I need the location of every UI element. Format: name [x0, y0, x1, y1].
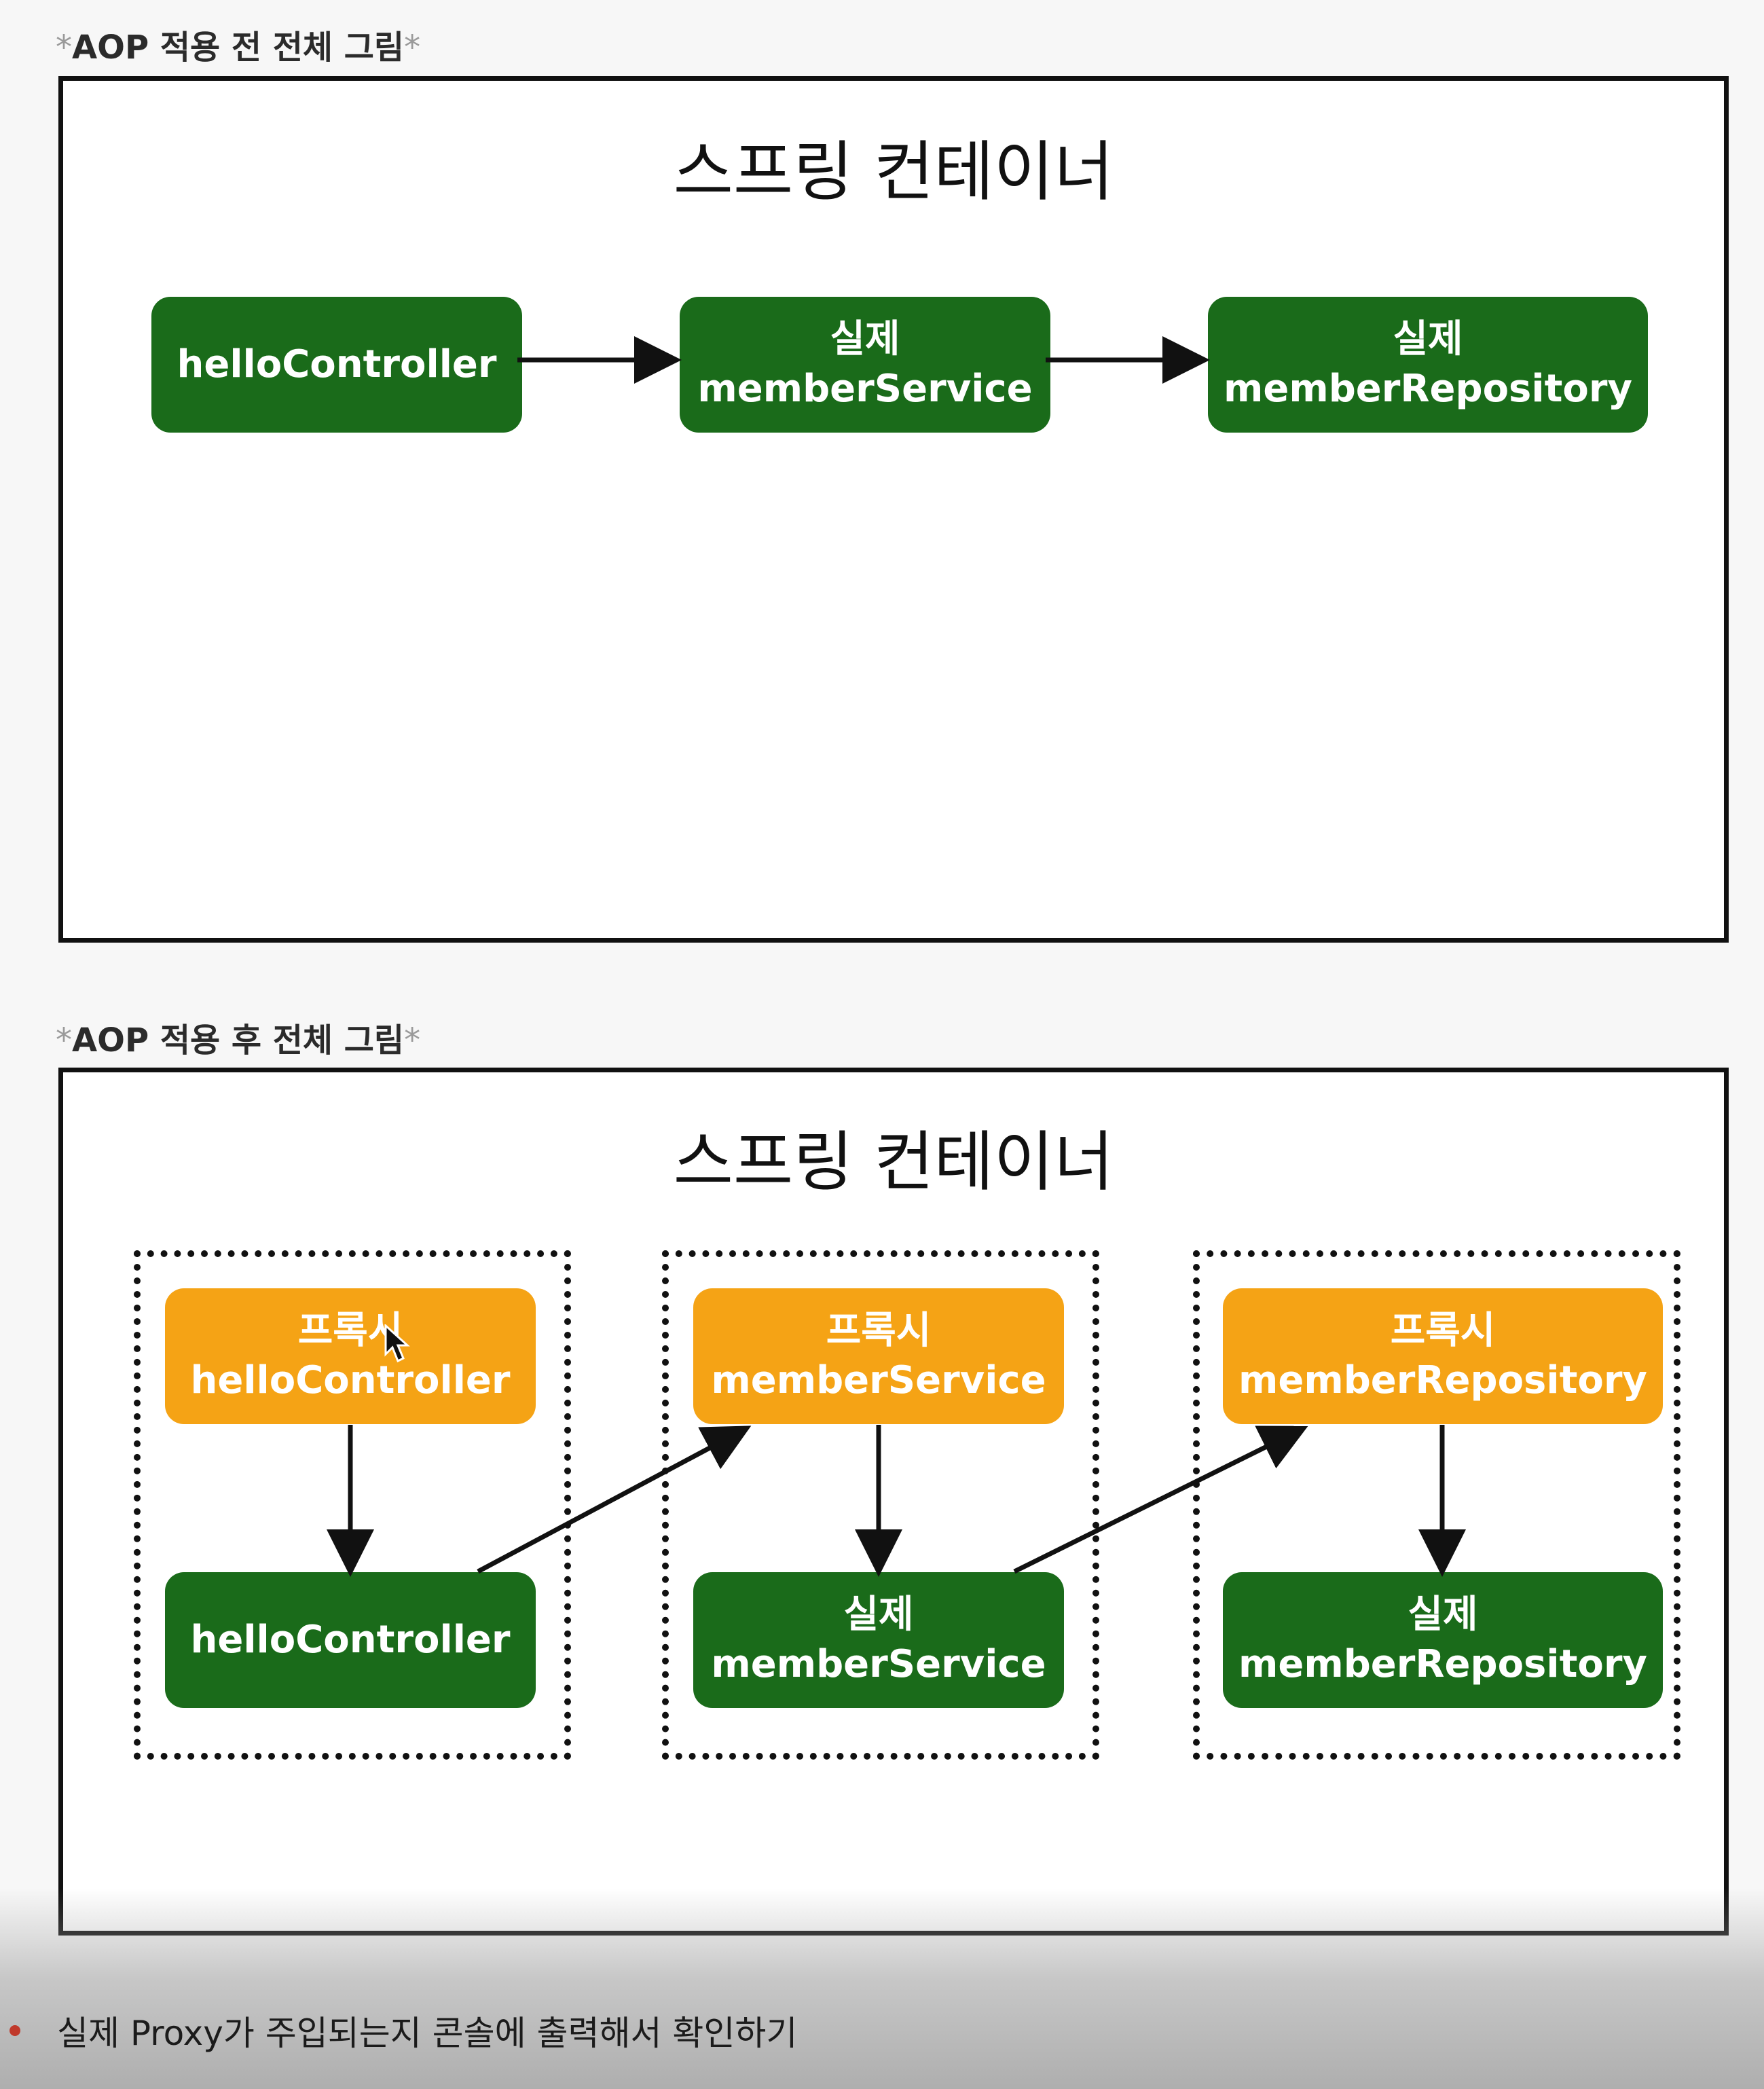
- before-node-hello-controller: helloController: [151, 297, 522, 433]
- mouse-pointer-icon: [384, 1324, 410, 1363]
- proxy-node-member-service: 프록시 memberService: [693, 1288, 1064, 1424]
- real-node-hello-controller: helloController: [165, 1572, 536, 1708]
- proxy-node-hello-controller: 프록시 helloController: [165, 1288, 536, 1424]
- caption-asterisk-left: *: [56, 29, 72, 67]
- caption-asterisk-right: *: [404, 29, 421, 67]
- caption-after-aop: *AOP 적용 후 전체 그림*: [56, 1013, 420, 1061]
- group-member-service: [662, 1250, 1099, 1760]
- arrow-after-controller-to-proxy-service: [477, 1425, 752, 1574]
- real-node-member-service-line1: 실제: [843, 1593, 914, 1637]
- footnote-bullet: [10, 2025, 20, 2036]
- before-node-hello-controller-line2: helloController: [177, 342, 497, 386]
- proxy-node-member-repository-line1: 프록시: [1390, 1309, 1496, 1354]
- group-hello-controller: [134, 1250, 571, 1760]
- proxy-node-hello-controller-line2: helloController: [190, 1358, 511, 1402]
- caption-asterisk-right-after: *: [404, 1021, 421, 1059]
- before-node-member-service-line1: 실제: [830, 317, 900, 362]
- caption-before-text: AOP 적용 전 전체 그림: [72, 29, 405, 67]
- proxy-node-member-service-line2: memberService: [711, 1358, 1046, 1402]
- container-title-before: 스프링 컨테이너: [673, 134, 1114, 210]
- proxy-node-member-repository: 프록시 memberRepository: [1223, 1288, 1663, 1424]
- caption-after-text: AOP 적용 후 전체 그림: [72, 1021, 405, 1059]
- spring-container-before: 스프링 컨테이너 helloController 실제 memberServic…: [58, 76, 1729, 943]
- before-node-member-service: 실제 memberService: [680, 297, 1050, 433]
- caption-asterisk-left-after: *: [56, 1021, 72, 1059]
- before-node-member-repository-line1: 실제: [1393, 317, 1463, 362]
- proxy-node-member-service-line1: 프록시: [826, 1309, 932, 1354]
- footnote-row: 실제 Proxy가 주입되는지 콘솔에 출력해서 확인하기: [0, 2003, 1764, 2058]
- before-node-member-repository-line2: memberRepository: [1224, 367, 1632, 411]
- real-node-hello-controller-line2: helloController: [190, 1617, 511, 1662]
- real-node-member-repository-line2: memberRepository: [1238, 1642, 1647, 1686]
- group-member-repository: [1193, 1250, 1680, 1760]
- real-node-member-repository: 실제 memberRepository: [1223, 1572, 1663, 1708]
- bottom-fade: [0, 1888, 1764, 2089]
- arrow-after-service-to-proxy-repository: [1013, 1425, 1308, 1574]
- real-node-member-repository-line1: 실제: [1408, 1593, 1478, 1637]
- proxy-node-member-repository-line2: memberRepository: [1238, 1358, 1647, 1402]
- spring-container-after: 스프링 컨테이너 프록시 helloController helloContro…: [58, 1068, 1729, 1936]
- footnote-text: 실제 Proxy가 주입되는지 콘솔에 출력해서 확인하기: [57, 2014, 798, 2053]
- caption-before-aop: *AOP 적용 전 전체 그림*: [56, 20, 420, 68]
- real-node-member-service-line2: memberService: [711, 1642, 1046, 1686]
- container-title-after: 스프링 컨테이너: [673, 1124, 1114, 1200]
- before-node-member-service-line2: memberService: [697, 367, 1033, 411]
- before-node-member-repository: 실제 memberRepository: [1208, 297, 1648, 433]
- real-node-member-service: 실제 memberService: [693, 1572, 1064, 1708]
